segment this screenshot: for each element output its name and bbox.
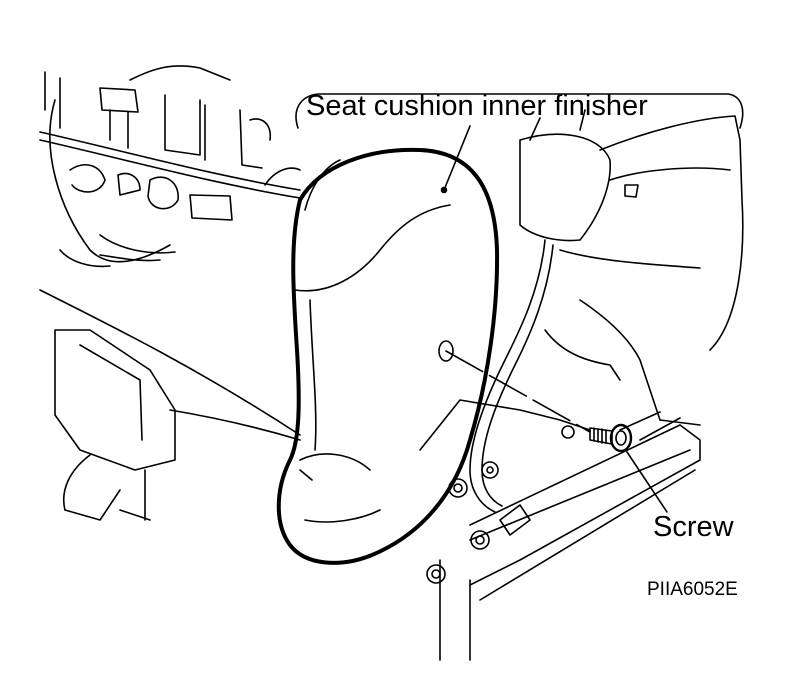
mounting-bracket: [419, 399, 591, 661]
wire-harness: [469, 239, 554, 513]
finisher-leader-dot: [440, 186, 448, 194]
figure-code: PIIA6052E: [647, 579, 738, 600]
finisher-leader-line: [443, 125, 471, 191]
seat-frame-upper: [39, 65, 301, 268]
seat-frame-lower: [39, 289, 301, 521]
screw-label: Screw: [653, 511, 734, 543]
seat-cushion-inner-finisher: [276, 147, 500, 565]
seat-rail: [469, 411, 701, 601]
finisher-label: Seat cushion inner finisher: [306, 90, 648, 122]
label-callout-frame: [295, 93, 744, 129]
screw: [589, 423, 633, 453]
seat-back-side: [519, 109, 744, 421]
screw-leader-line: [626, 451, 668, 513]
screw-axis-line: [445, 350, 591, 433]
